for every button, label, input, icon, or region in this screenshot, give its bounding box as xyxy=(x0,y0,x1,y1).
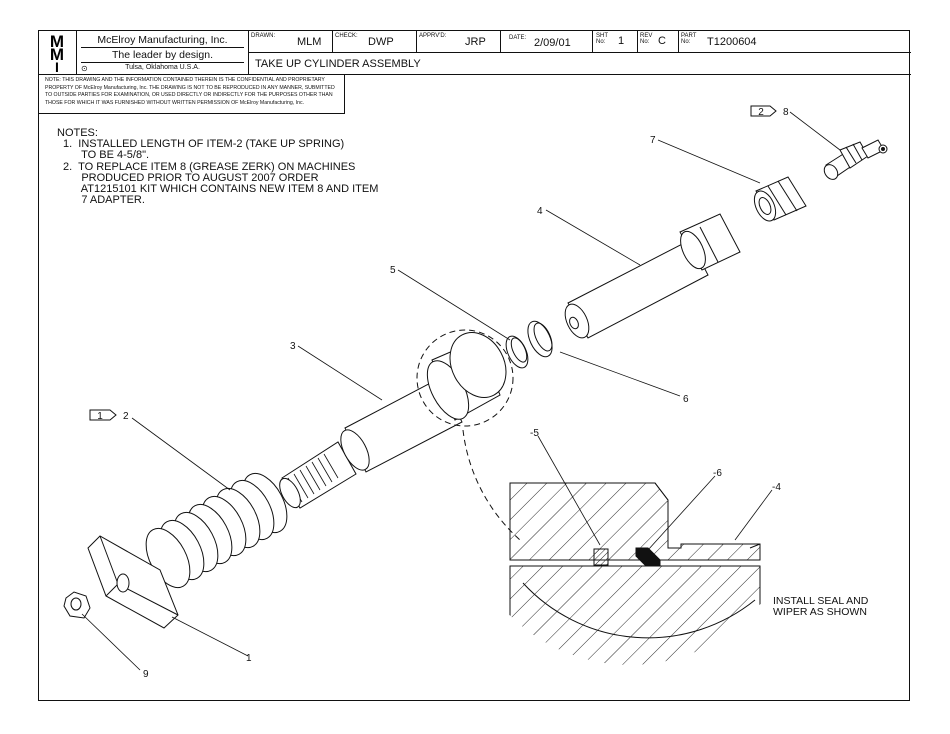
check-label: CHECK: xyxy=(335,33,358,39)
drawn-label: DRAWN: xyxy=(251,33,276,39)
drawing-sheet: M M I McElroy Manufacturing, Inc. The le… xyxy=(38,30,911,701)
logo-letter-i: I xyxy=(55,59,59,73)
callout-2: 2 xyxy=(123,411,129,422)
check-value: DWP xyxy=(368,36,394,48)
sheet-value: 1 xyxy=(618,35,625,47)
detail-note: INSTALL SEAL AND WIPER AS SHOWN xyxy=(773,595,869,618)
title-cell: TAKE UP CYLINDER ASSEMBLY xyxy=(249,53,911,75)
nut-item-9 xyxy=(63,591,91,619)
sheet-label: SHT No: xyxy=(596,33,608,45)
registered-icon: ⊙ xyxy=(81,64,88,73)
apprvd-label: APPRV'D: xyxy=(419,33,447,39)
drawn-value: MLM xyxy=(297,36,322,48)
date-label: DATE: xyxy=(509,35,527,41)
rev-cell: REV No: C xyxy=(638,31,679,53)
callout-4: 4 xyxy=(537,206,543,217)
flag-2-text: 2 xyxy=(758,107,764,118)
callout-3: 3 xyxy=(290,341,296,352)
callout-detail-6: -6 xyxy=(713,468,722,479)
cylinder-item-3 xyxy=(279,329,514,509)
rev-label: REV No: xyxy=(640,33,653,45)
sheet-cell: SHT No: 1 xyxy=(593,31,638,53)
drawn-cell: DRAWN: MLM xyxy=(249,31,333,53)
part-value: T1200604 xyxy=(707,36,757,48)
flag-note-1 xyxy=(89,409,117,421)
company-block: McElroy Manufacturing, Inc. The leader b… xyxy=(77,31,249,75)
apprvd-cell: APPRV'D: JRP xyxy=(417,31,501,53)
callout-detail-4: -4 xyxy=(772,482,781,493)
wiper-item-6 xyxy=(527,320,553,358)
logo-letter-m2: M xyxy=(50,45,64,64)
logo-letter-m1: M xyxy=(50,32,64,51)
flag-1-text: 1 xyxy=(97,411,103,422)
detail-view xyxy=(462,429,761,665)
check-cell: CHECK: DWP xyxy=(333,31,417,53)
grease-zerk-item-8 xyxy=(823,139,888,180)
date-cell: DATE: 2/09/01 xyxy=(501,31,593,53)
leader-lines xyxy=(81,111,841,671)
apprvd-value: JRP xyxy=(465,36,486,48)
piston-rod-item-4 xyxy=(564,213,741,339)
rev-value: C xyxy=(658,35,666,47)
part-cell: PART No: T1200604 xyxy=(679,31,911,53)
drawing-title: TAKE UP CYLINDER ASSEMBLY xyxy=(255,58,421,70)
spring-seat-item-1 xyxy=(87,535,179,629)
mmi-logo: M M I xyxy=(50,32,64,75)
proprietary-note: NOTE: THIS DRAWING AND THE INFORMATION C… xyxy=(45,77,335,106)
company-location: Tulsa, Oklahoma U.S.A. xyxy=(125,64,200,71)
adapter-item-7 xyxy=(753,176,807,222)
note-2: 2. TO REPLACE ITEM 8 (GREASE ZERK) ON MA… xyxy=(63,161,379,206)
notes-heading: NOTES: xyxy=(57,127,98,139)
logo-block: M M I xyxy=(39,31,77,75)
callout-7: 7 xyxy=(650,135,656,146)
date-value: 2/09/01 xyxy=(534,37,571,49)
callout-1: 1 xyxy=(246,653,252,664)
part-label: PART No: xyxy=(681,33,697,45)
callout-6: 6 xyxy=(683,394,689,405)
callout-5: 5 xyxy=(390,265,396,276)
company-slogan: The leader by design. xyxy=(112,49,213,61)
spring-item-2 xyxy=(145,473,288,588)
note-1: 1. INSTALLED LENGTH OF ITEM-2 (TAKE UP S… xyxy=(63,138,345,161)
callout-9: 9 xyxy=(143,669,149,680)
company-name: McElroy Manufacturing, Inc. xyxy=(97,34,228,46)
proprietary-note-cell: NOTE: THIS DRAWING AND THE INFORMATION C… xyxy=(39,75,345,114)
callout-8: 8 xyxy=(783,107,789,118)
flag-note-2 xyxy=(750,105,777,117)
callout-detail-5: -5 xyxy=(530,428,539,439)
seal-item-5 xyxy=(505,335,529,369)
